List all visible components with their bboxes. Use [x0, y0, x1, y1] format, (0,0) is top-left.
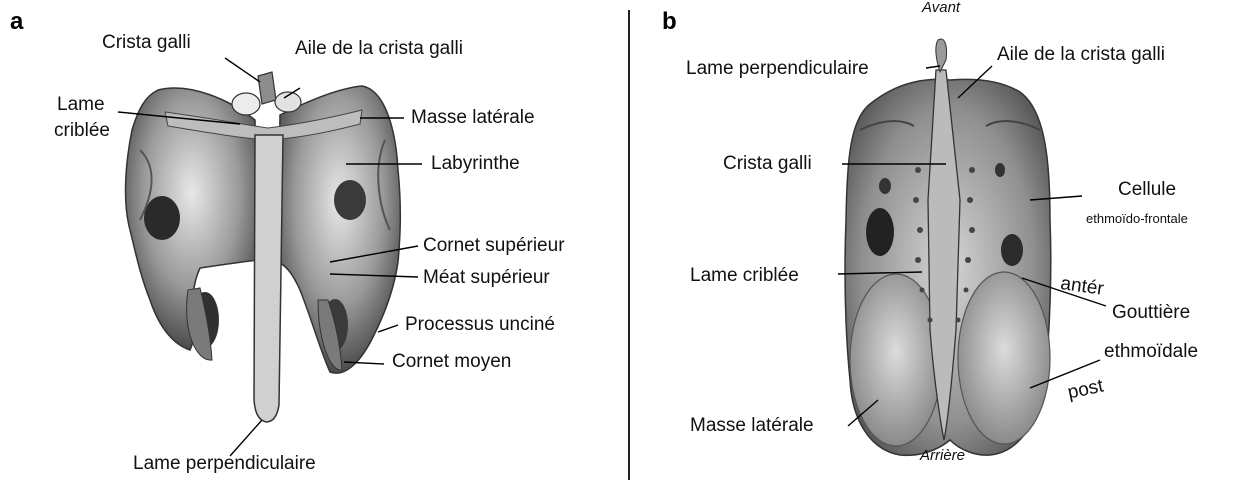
label-a-lame: Lame	[57, 95, 105, 114]
panel-a-crista-galli	[258, 72, 276, 104]
panel-a-letter: a	[10, 8, 23, 36]
label-b-gouttiere: Gouttière	[1112, 303, 1190, 322]
panel-a-bone	[126, 72, 401, 422]
panel-divider	[628, 10, 630, 480]
label-a-cornet-moyen: Cornet moyen	[392, 352, 511, 371]
label-b-avant: Avant	[922, 0, 960, 15]
label-a-masse-laterale: Masse latérale	[411, 108, 535, 127]
label-b-masse-laterale: Masse latérale	[690, 416, 814, 435]
panel-b-bone	[845, 39, 1051, 455]
label-a-cornet-superieur: Cornet supérieur	[423, 236, 565, 255]
label-b-ethmoidale: ethmoïdale	[1104, 342, 1198, 361]
label-b-ethmoido-frontale: ethmoïdo-frontale	[1086, 212, 1188, 225]
label-b-cellule: Cellule	[1118, 180, 1176, 199]
label-b-aile-crista-galli: Aile de la crista galli	[997, 45, 1165, 64]
label-b-lame-perpendiculaire: Lame perpendiculaire	[686, 59, 869, 78]
label-a-processus-uncine: Processus unciné	[405, 315, 555, 334]
label-a-crista-galli: Crista galli	[102, 33, 191, 52]
label-a-meat-superieur: Méat supérieur	[423, 268, 550, 287]
label-b-arriere: Arrière	[920, 448, 965, 463]
label-a-lame-perpendiculaire: Lame perpendiculaire	[133, 454, 316, 473]
label-b-lame-criblee: Lame criblée	[690, 266, 799, 285]
label-a-aile-crista-galli: Aile de la crista galli	[295, 39, 463, 58]
panel-a-perpendicular-plate	[254, 135, 283, 422]
label-a-labyrinthe: Labyrinthe	[431, 154, 520, 173]
label-b-crista-galli: Crista galli	[723, 154, 812, 173]
panel-b-letter: b	[662, 8, 677, 36]
label-a-criblee: criblée	[54, 121, 110, 140]
